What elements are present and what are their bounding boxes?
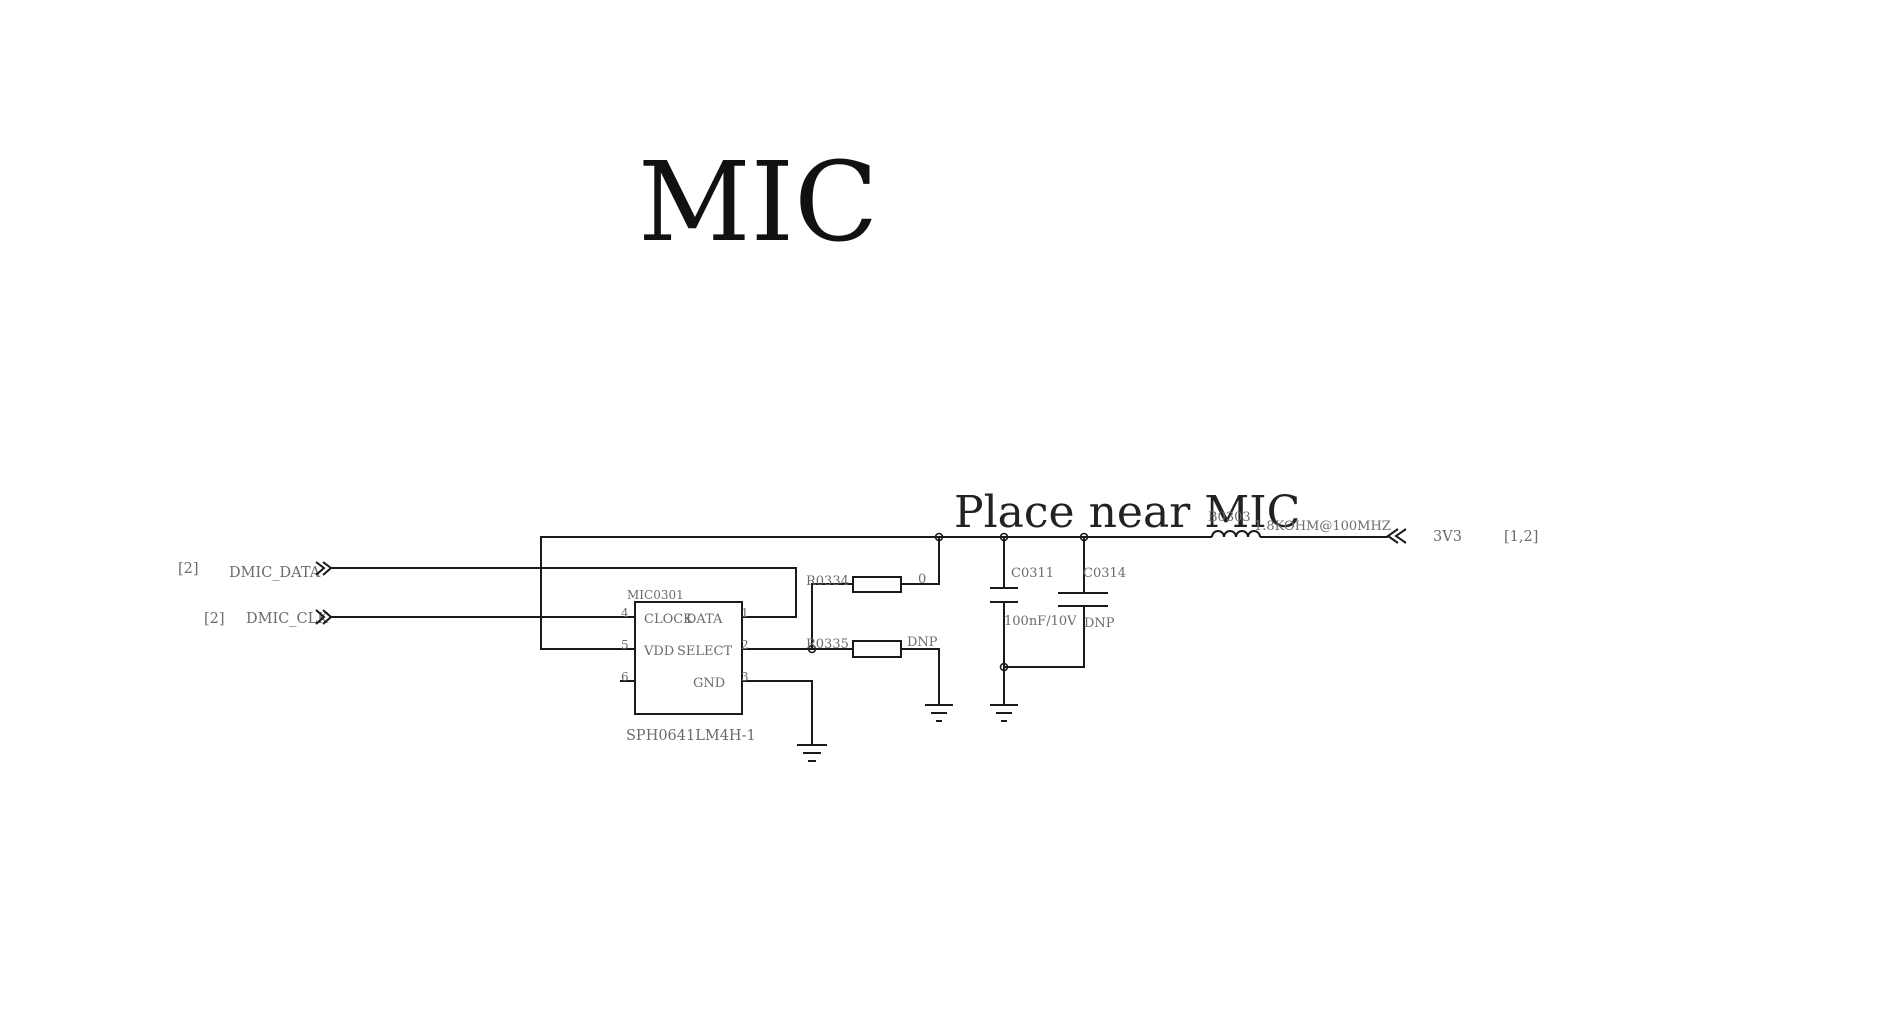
resistor-r0335-designator: R0335 bbox=[806, 637, 849, 652]
mic-pin-1-number: 1 bbox=[741, 606, 749, 620]
junction-caps-gnd bbox=[999, 662, 1009, 672]
wire-mic-gnd bbox=[742, 680, 813, 744]
ferrite-b0303-coil bbox=[1211, 530, 1261, 538]
resistor-r0334: R0334 0 bbox=[806, 572, 926, 593]
placement-note: Place near MIC bbox=[954, 487, 1300, 538]
mic-pin-gnd-name: GND bbox=[693, 676, 725, 691]
3v3-sheet-ref: [1,2] bbox=[1504, 529, 1538, 545]
wire-select-to-r0334 bbox=[811, 583, 853, 649]
capacitor-c0314-designator: C0314 bbox=[1083, 566, 1126, 581]
wire-r0334-top bbox=[901, 537, 940, 585]
junction-rail-c0311 bbox=[999, 532, 1009, 542]
resistor-r0334-value: 0 bbox=[918, 572, 926, 587]
capacitor-c0314: C0314 DNP bbox=[1058, 566, 1126, 631]
dmic-clk-net-label: DMIC_CLK bbox=[246, 611, 329, 627]
mic-pin-4-number: 4 bbox=[621, 606, 629, 620]
3v3-net-label: 3V3 bbox=[1433, 529, 1462, 545]
ferrite-b0303: B0303 1.8KOHM@100MHZ bbox=[1208, 510, 1391, 538]
wire-vdd-loop bbox=[540, 536, 939, 650]
junction-rail-c0314 bbox=[1079, 532, 1089, 542]
dmic-data-sheet-ref: [2] bbox=[178, 561, 199, 577]
mic-pin-vdd-name: VDD bbox=[643, 644, 674, 659]
ground-symbol-caps bbox=[990, 704, 1018, 722]
junction-rail-r0334 bbox=[934, 532, 944, 542]
capacitor-c0311: C0311 100nF/10V bbox=[990, 566, 1077, 629]
resistor-r0335-body bbox=[852, 640, 902, 658]
mic-part-number: SPH0641LM4H-1 bbox=[626, 728, 756, 744]
resistor-r0334-body bbox=[852, 576, 902, 593]
ground-symbol-r0335 bbox=[925, 704, 953, 722]
ferrite-b0303-value: 1.8KOHM@100MHZ bbox=[1254, 519, 1391, 534]
mic-component: MIC0301 CLOCK VDD DATA SELECT GND 4 5 6 … bbox=[621, 588, 756, 744]
mic-pin-data-name: DATA bbox=[686, 612, 723, 627]
mic-pin-select-name: SELECT bbox=[677, 644, 732, 659]
mic-pin-2-number: 2 bbox=[741, 638, 749, 652]
mic-pin-5-number: 5 bbox=[621, 638, 629, 652]
capacitor-c0314-value: DNP bbox=[1084, 616, 1115, 631]
ferrite-b0303-designator: B0303 bbox=[1208, 510, 1251, 525]
junctions bbox=[807, 532, 1089, 672]
wire-dmic-data bbox=[331, 567, 797, 618]
dmic-data-port: [2] DMIC_DATA bbox=[178, 561, 333, 581]
mic-pin-clock-name: CLOCK bbox=[644, 612, 693, 627]
dmic-data-net-label: DMIC_DATA bbox=[229, 565, 321, 581]
wire-r0335-gnd bbox=[901, 648, 940, 704]
mic-pin-3-number: 3 bbox=[741, 670, 749, 684]
junction-select bbox=[807, 644, 817, 654]
resistor-r0335-value: DNP bbox=[907, 635, 938, 650]
capacitor-c0311-value: 100nF/10V bbox=[1004, 614, 1077, 629]
resistor-r0335: R0335 DNP bbox=[806, 635, 938, 658]
sheet-title: MIC bbox=[638, 138, 878, 266]
3v3-port: 3V3 [1,2] bbox=[1386, 528, 1538, 545]
resistor-r0334-designator: R0334 bbox=[806, 574, 849, 589]
mic-body bbox=[634, 601, 743, 715]
capacitor-c0311-designator: C0311 bbox=[1011, 566, 1054, 581]
ground-symbol-mic bbox=[797, 744, 827, 762]
dmic-clk-port: [2] DMIC_CLK bbox=[204, 609, 333, 627]
mic-pin-6-number: 6 bbox=[621, 670, 629, 684]
wire-c0314 bbox=[1004, 537, 1085, 668]
mic-designator: MIC0301 bbox=[627, 588, 684, 602]
wires bbox=[331, 536, 1388, 744]
dmic-clk-sheet-ref: [2] bbox=[204, 611, 225, 627]
